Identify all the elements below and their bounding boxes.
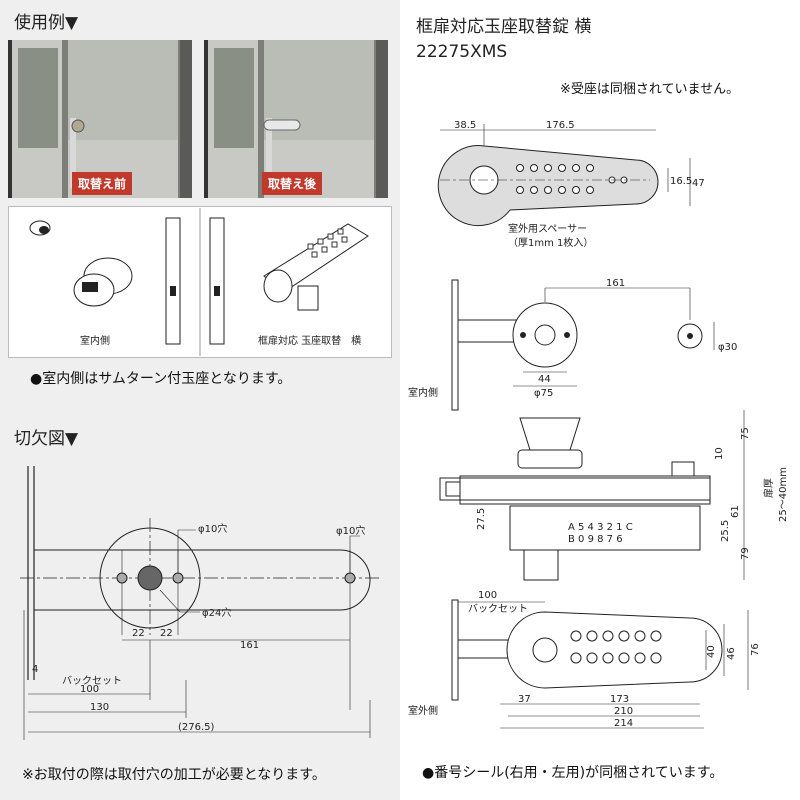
product-model: 22275XMS	[416, 42, 508, 62]
label-hole10-a: φ10穴	[198, 522, 227, 535]
dim-22b: 22	[160, 628, 173, 639]
usage-panel: 使用例▼ 取替え前 取替え後	[0, 0, 400, 400]
photo-after-label: 取替え後	[262, 172, 323, 195]
product-note-bottom: ●番号シール(右用・左用)が同梱されています。	[422, 765, 724, 781]
photo-after	[204, 40, 388, 198]
dim-161: 161	[240, 640, 259, 651]
dim-100-prod: 100	[478, 590, 497, 601]
product-note-top: ※受座は同梱されていません。	[560, 82, 740, 97]
dim-38-5: 38.5	[454, 120, 476, 131]
dim-4: 4	[32, 664, 38, 675]
photo-before-label: 取替え前	[72, 172, 133, 195]
cutout-panel: 切欠図▼ φ10穴 φ10穴 φ24穴 22 22 161 4	[0, 400, 400, 800]
cutout-title: 切欠図▼	[14, 429, 79, 449]
dim-door-range: 25〜40mm	[778, 467, 789, 522]
dim-46: 46	[726, 647, 737, 660]
dim-phi75: φ75	[534, 388, 553, 399]
label-outdoor: 室外側	[408, 704, 438, 717]
dim-22a: 22	[132, 628, 145, 639]
cutout-note: ※お取付の際は取付穴の加工が必要となります。	[22, 767, 326, 783]
dim-276: (276.5)	[178, 722, 215, 733]
dim-173: 173	[610, 694, 629, 705]
label-backset: バックセット	[62, 675, 122, 687]
dim-47: 47	[692, 178, 705, 189]
dim-100: 100	[80, 684, 99, 695]
dim-61: 61	[730, 505, 741, 518]
dim-10: 10	[714, 447, 725, 460]
spacer-label-1: 室外用スペーサー	[508, 222, 587, 235]
label-indoor: 室内側	[408, 386, 438, 399]
dim-25-5: 25.5	[720, 520, 731, 542]
label-hole24: φ24穴	[202, 606, 231, 619]
product-drawing: 38.5 176.5 16.5 47 室外用スペーサー （厚1mm 1枚入） 1…	[408, 120, 789, 729]
dim-phi30: φ30	[718, 342, 737, 353]
dim-130: 130	[90, 702, 109, 713]
keys-row1: A 5 4 3 2 1 C	[568, 522, 633, 533]
dim-176-5: 176.5	[546, 120, 575, 131]
product-title: 框扉対応玉座取替錠 横	[416, 17, 592, 37]
dim-27-5: 27.5	[476, 508, 487, 530]
install-illustration: 室内側 框扉対応 玉座取替 横	[8, 206, 392, 358]
cutout-drawing: φ10穴 φ10穴 φ24穴 22 22 161 4 バックセット 100 13…	[20, 466, 380, 740]
product-panel: 框扉対応玉座取替錠 横 22275XMS ※受座は同梱されていません。 38.5…	[400, 0, 800, 800]
dim-37: 37	[518, 694, 531, 705]
dim-16-5: 16.5	[670, 176, 692, 187]
keys-row2: B 0 9 8 7 6	[568, 534, 623, 545]
dim-214: 214	[614, 718, 633, 729]
label-backset-prod: バックセット	[468, 603, 528, 615]
dim-40: 40	[706, 645, 717, 658]
dim-210: 210	[614, 706, 633, 717]
dim-75: 75	[740, 427, 751, 440]
label-door-thickness: 扉厚	[762, 478, 775, 498]
dim-79: 79	[740, 547, 751, 560]
label-hole10-b: φ10穴	[336, 524, 365, 537]
illus-label-indoor: 室内側	[80, 334, 110, 347]
usage-note: ●室内側はサムターン付玉座となります。	[30, 371, 292, 387]
usage-title: 使用例▼	[14, 13, 79, 33]
dim-44: 44	[538, 374, 551, 385]
spacer-label-2: （厚1mm 1枚入）	[508, 236, 593, 249]
dim-161-prod: 161	[606, 278, 625, 289]
illus-label-product: 框扉対応 玉座取替 横	[258, 334, 361, 347]
dim-76: 76	[750, 643, 761, 656]
